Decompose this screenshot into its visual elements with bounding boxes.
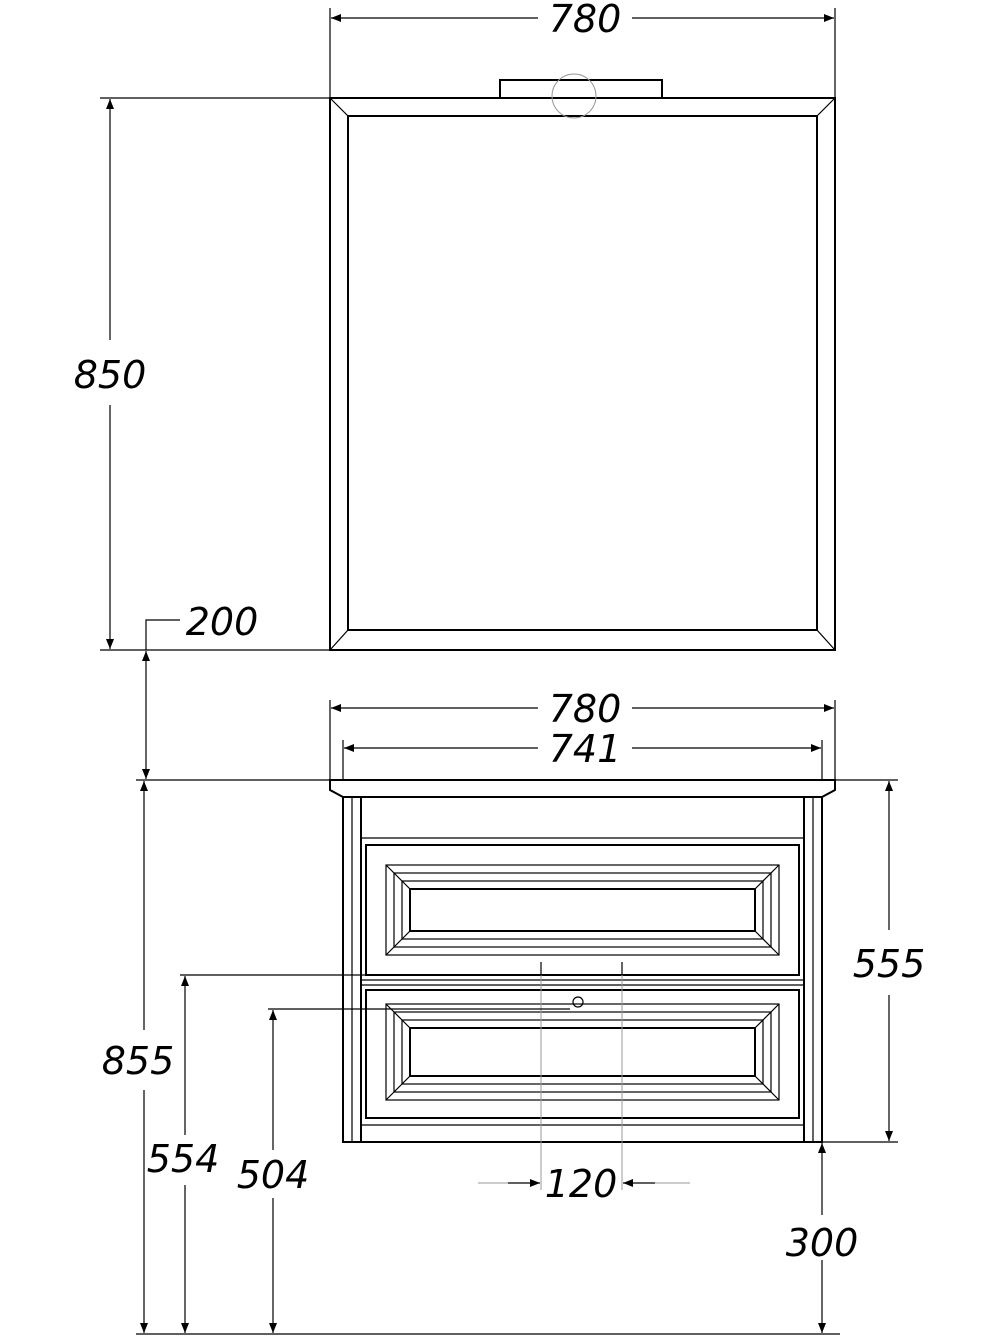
floor-clearance-dimension: 300 (786, 1143, 859, 1333)
mirror-width-label: 780 (549, 0, 622, 41)
body-height-label: 555 (853, 942, 926, 986)
vanity-inner-width-label: 741 (549, 727, 622, 771)
mirror-width-dimension: 780 (329, 0, 836, 98)
outlet-height-dimension: 554 (147, 974, 541, 1333)
drain-height-dimension: 504 (237, 1008, 570, 1333)
outlet-height-label: 554 (147, 1137, 220, 1181)
mirror-height-dimension: 850 (74, 97, 330, 651)
mirror-lamp (499, 79, 663, 99)
drain-point (572, 996, 584, 1008)
mirror-inner-frame (347, 115, 818, 631)
plumbing-lines (540, 962, 623, 1190)
total-height-label: 855 (102, 1039, 175, 1083)
outlet-spacing-label: 120 (545, 1162, 618, 1206)
gap-dimension: 200 (142, 600, 259, 779)
gap-label: 200 (186, 600, 259, 644)
floor-clearance-label: 300 (786, 1221, 859, 1265)
vanity-countertop (329, 779, 836, 798)
mirror-height-label: 850 (74, 353, 147, 397)
body-height-dimension: 555 (822, 779, 926, 1143)
vanity-inner-width-dimension: 741 (342, 727, 823, 780)
mirror-outer-frame (329, 97, 836, 651)
vanity (329, 779, 836, 1190)
vanity-width-label: 780 (549, 687, 622, 731)
vanity-width-dimension: 780 (329, 687, 836, 780)
watermark-circle (551, 73, 597, 119)
total-height-dimension: 855 (102, 779, 330, 1333)
drain-height-label: 504 (237, 1153, 310, 1197)
mirror (329, 73, 836, 651)
outlet-spacing-dimension: 120 (478, 1162, 690, 1206)
drawer-upper (365, 844, 800, 976)
